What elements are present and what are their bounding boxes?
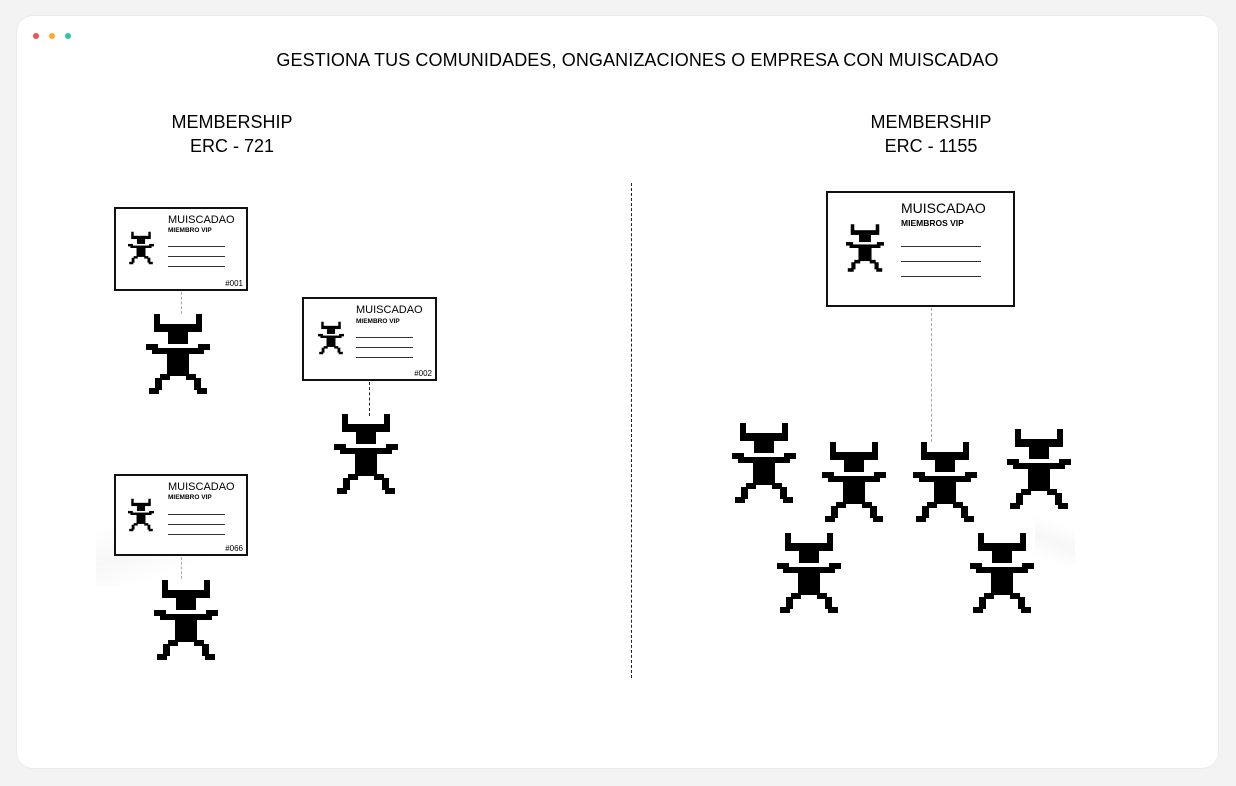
ant-member-icon	[154, 580, 218, 660]
membership-card: MUISCADAO MIEMBROS VIP	[826, 191, 1015, 307]
card-line	[168, 524, 225, 525]
card-connector	[181, 292, 182, 314]
ant-member-icon	[1007, 429, 1071, 509]
membership-card: MUISCADAO MIEMBRO VIP #002	[302, 297, 437, 381]
card-brand: MUISCADAO	[168, 481, 235, 493]
ant-member-icon	[128, 231, 154, 265]
card-brand: MUISCADAO	[168, 214, 235, 226]
card-line	[356, 347, 413, 348]
browser-window	[17, 16, 1218, 768]
erc1155-heading-line1: MEMBERSHIP	[870, 112, 992, 132]
ant-member-icon	[128, 498, 154, 532]
erc721-heading-line2: ERC - 721	[189, 136, 275, 156]
window-dot-green	[65, 33, 71, 39]
card-line	[356, 337, 413, 338]
ant-member-icon	[146, 314, 210, 394]
erc1155-heading: MEMBERSHIP ERC - 1155	[801, 110, 1061, 158]
card-line	[168, 256, 225, 257]
card-line	[168, 266, 225, 267]
card-line	[901, 246, 981, 247]
section-divider	[631, 183, 632, 678]
membership-card: MUISCADAO MIEMBRO VIP #001	[114, 207, 248, 291]
erc1155-heading-line2: ERC - 1155	[884, 136, 978, 156]
card-line	[168, 514, 225, 515]
card-connector	[181, 557, 182, 579]
erc721-heading: MEMBERSHIP ERC - 721	[102, 110, 362, 158]
card-tier: MIEMBRO VIP	[168, 494, 212, 501]
ant-member-icon	[318, 321, 344, 355]
ant-member-icon	[846, 223, 884, 273]
card-number: #002	[414, 369, 432, 378]
card-tier: MIEMBRO VIP	[356, 318, 400, 325]
card-connector	[369, 382, 370, 416]
card-line	[168, 246, 225, 247]
erc721-heading-line1: MEMBERSHIP	[171, 112, 293, 132]
ant-member-icon	[777, 533, 841, 613]
card-number: #066	[225, 544, 243, 553]
background-decoration	[1035, 505, 1075, 565]
card-number: #001	[225, 279, 243, 288]
window-dot-orange	[49, 33, 55, 39]
card-line	[356, 357, 413, 358]
ant-member-icon	[334, 414, 398, 494]
card-tier: MIEMBROS VIP	[901, 218, 964, 228]
card-line	[901, 276, 981, 277]
ant-member-icon	[732, 423, 796, 503]
card-line	[901, 261, 981, 262]
card-brand: MUISCADAO	[356, 304, 423, 316]
ant-member-icon	[913, 442, 977, 522]
window-dot-red	[33, 33, 39, 39]
card-connector	[931, 308, 932, 442]
ant-member-icon	[822, 442, 886, 522]
card-line	[168, 534, 225, 535]
page-title: GESTIONA TUS COMUNIDADES, ONGANIZACIONES…	[276, 50, 999, 70]
card-brand: MUISCADAO	[901, 200, 986, 216]
card-tier: MIEMBRO VIP	[168, 227, 212, 234]
ant-member-icon	[970, 533, 1034, 613]
membership-card: MUISCADAO MIEMBRO VIP #066	[114, 474, 248, 556]
